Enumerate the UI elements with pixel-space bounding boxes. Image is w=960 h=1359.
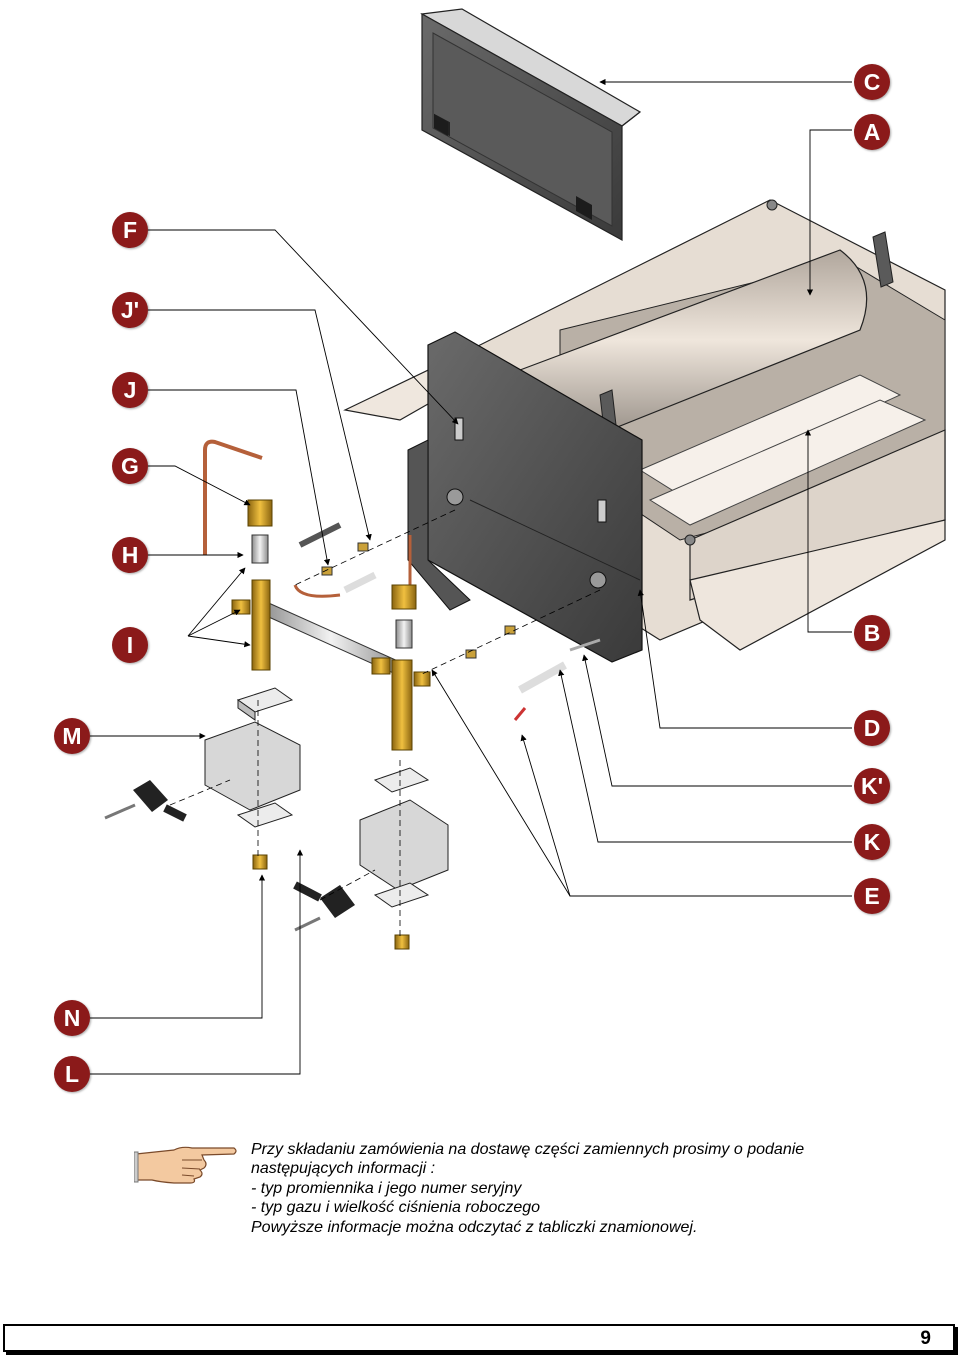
callout-i: I	[112, 627, 148, 663]
callout-m: M	[54, 718, 90, 754]
callout-h: H	[112, 537, 148, 573]
callout-l: L	[54, 1056, 90, 1092]
callout-b: B	[854, 615, 890, 651]
callout-j: J	[112, 372, 148, 408]
callout-c: C	[854, 64, 890, 100]
note-line: następujących informacji :	[251, 1160, 436, 1178]
callout-k-prime: K'	[854, 768, 890, 804]
ordering-note: Przy składaniu zamówienia na dostawę czę…	[251, 1140, 931, 1237]
assembly-dashed-lines	[169, 509, 601, 940]
page-footer: 9	[3, 1324, 955, 1352]
callout-d: D	[854, 710, 890, 746]
callout-f: F	[112, 212, 148, 248]
page-number: 9	[920, 1328, 931, 1349]
callout-k: K	[854, 824, 890, 860]
valve-brackets	[104, 687, 449, 950]
top-cover-part	[420, 8, 642, 242]
gas-manifold-assembly	[203, 439, 601, 751]
note-line: - typ gazu i wielkość ciśnienia roboczeg…	[251, 1199, 541, 1217]
callout-g: G	[112, 448, 148, 484]
callout-j-prime: J'	[112, 292, 148, 328]
callout-leader-lines	[90, 78, 852, 1075]
callout-a: A	[854, 114, 890, 150]
note-line: Powyższe informacje można odczytać z tab…	[251, 1218, 698, 1236]
pointing-hand-icon	[134, 1146, 237, 1184]
note-line: - typ promiennika i jego numer seryjny	[251, 1179, 522, 1197]
front-control-panel	[407, 331, 643, 663]
note-line: Przy składaniu zamówienia na dostawę czę…	[251, 1141, 805, 1158]
callout-e: E	[854, 878, 890, 914]
callout-n: N	[54, 1000, 90, 1036]
